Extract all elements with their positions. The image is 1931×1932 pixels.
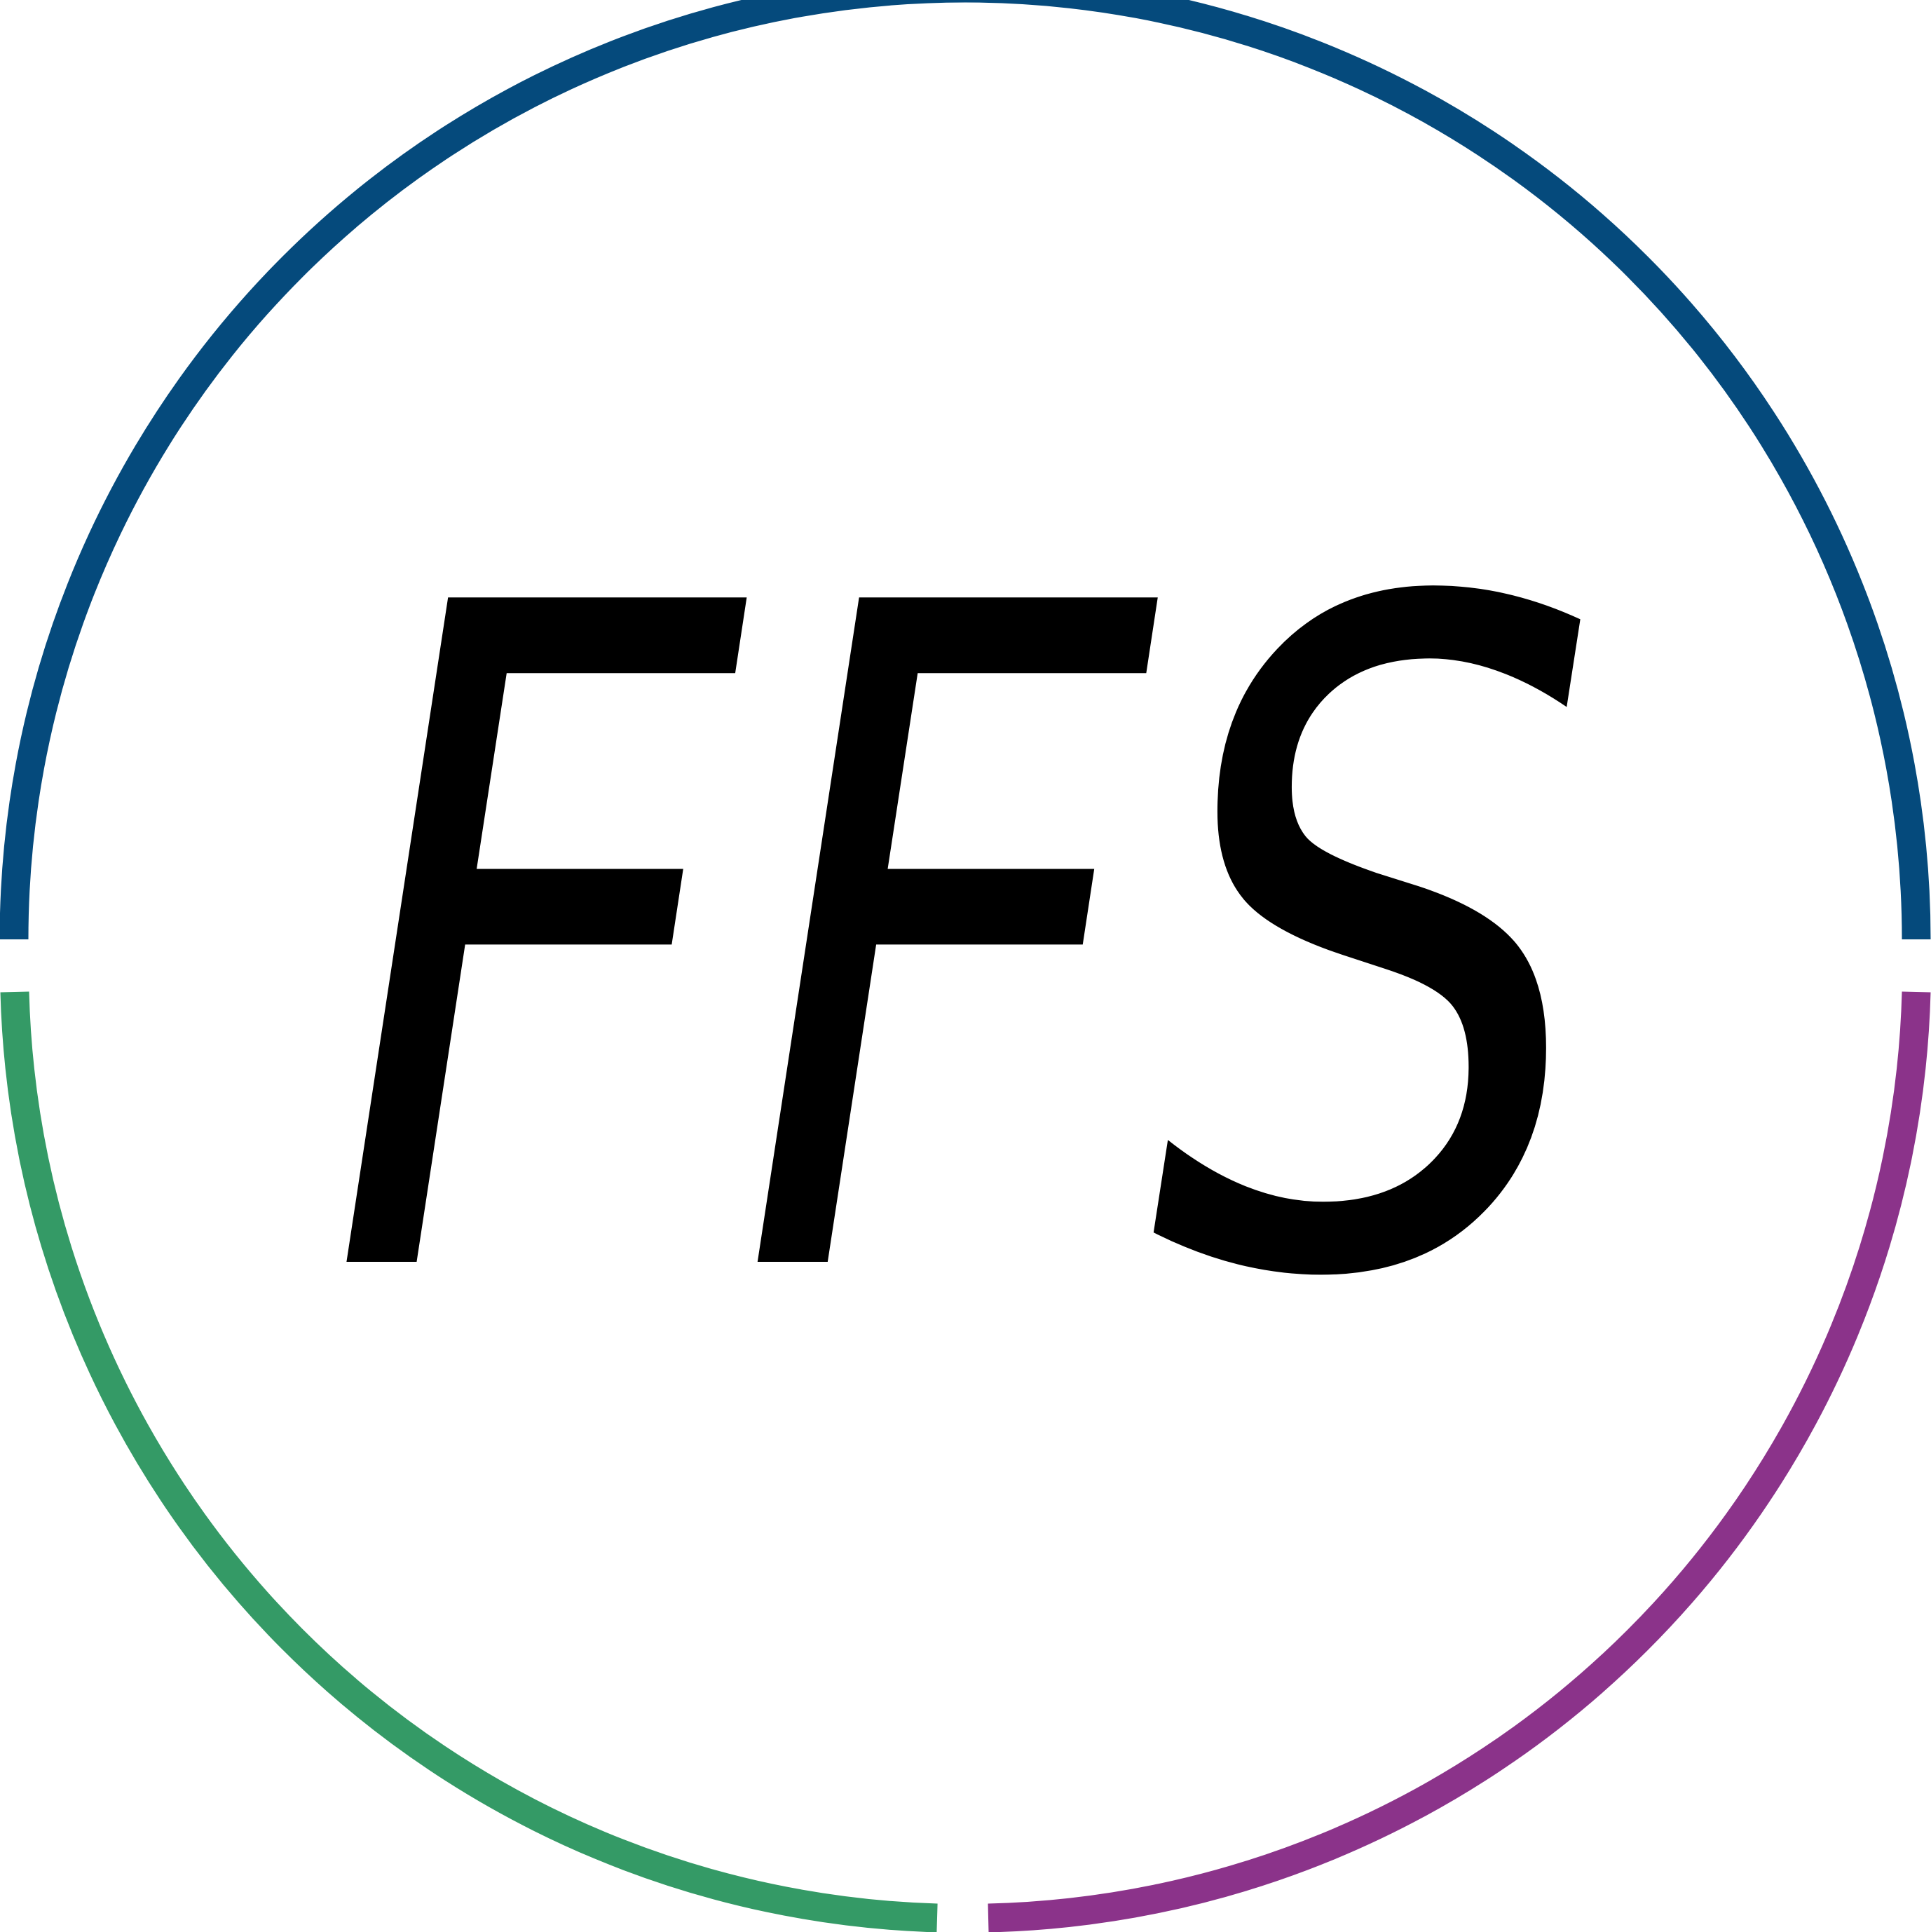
bottom-left-arc xyxy=(0,991,938,1932)
bottom-right-arc xyxy=(988,991,1931,1932)
logo-text: FFS xyxy=(327,416,1603,1477)
top-arc xyxy=(0,0,1931,940)
